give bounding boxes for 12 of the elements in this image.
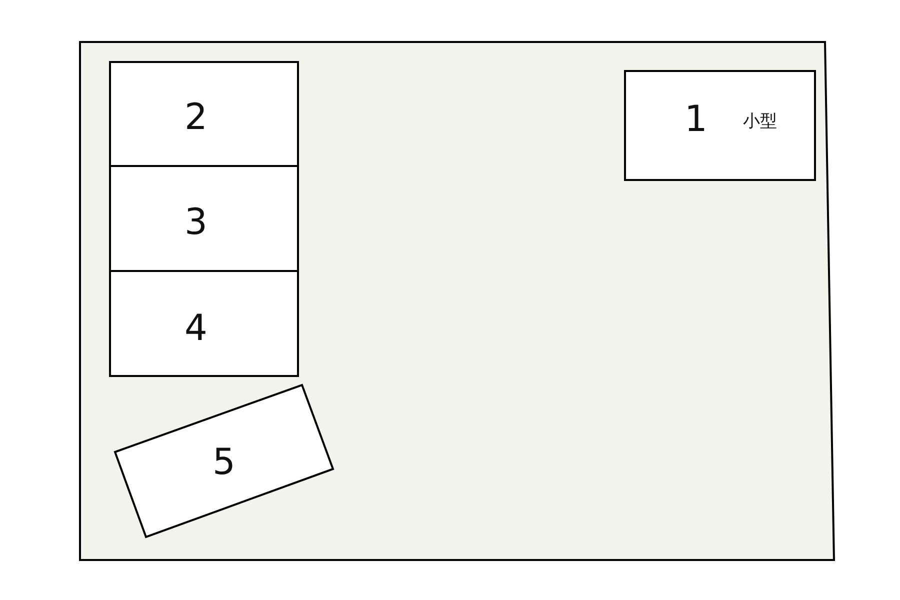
numbered-box xyxy=(109,165,299,272)
numbered-box xyxy=(624,70,816,181)
box-number: 1 xyxy=(684,102,708,138)
tilted-box xyxy=(114,384,334,538)
box-number: 4 xyxy=(184,311,208,347)
box-number: 5 xyxy=(212,445,236,481)
box-number: 2 xyxy=(184,100,208,136)
numbered-box xyxy=(109,61,299,167)
box-label: 小型 xyxy=(743,114,777,130)
frame xyxy=(79,41,836,562)
box-number: 3 xyxy=(184,205,208,241)
numbered-box xyxy=(109,270,299,377)
